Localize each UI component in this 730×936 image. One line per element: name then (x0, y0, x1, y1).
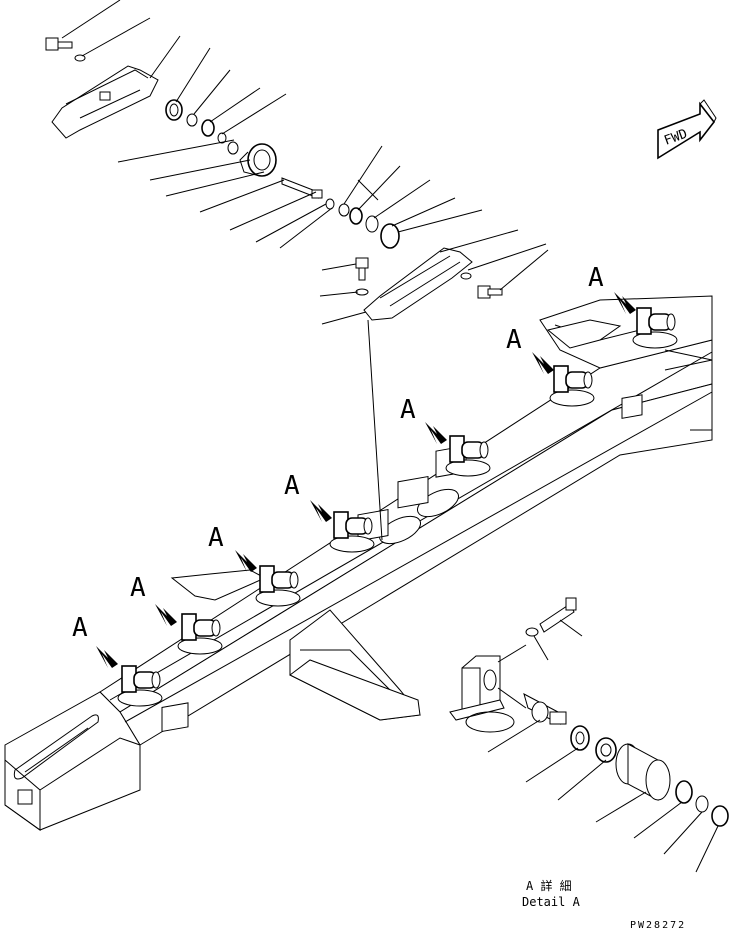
callout-4: A (284, 471, 332, 522)
callout-5: A (400, 395, 447, 444)
callout-letter: A (130, 573, 146, 603)
forward-indicator: FWD (657, 99, 717, 160)
roller-bracket-upper (51, 65, 159, 139)
bolt (45, 37, 73, 51)
seal (349, 207, 363, 225)
callout-letter: A (284, 471, 300, 501)
ring (227, 141, 239, 155)
callout-arrow-icon (425, 422, 447, 444)
roller-shaft (281, 177, 323, 199)
roller-bracket-6 (549, 365, 595, 407)
carrier-roller (239, 143, 277, 177)
bearing-collar (380, 223, 400, 249)
callout-3: A (208, 523, 257, 572)
collar (365, 215, 379, 233)
washer (460, 272, 472, 280)
detail-caption-en: Detail A (522, 895, 581, 909)
seal (201, 119, 215, 137)
washer (74, 54, 86, 62)
detail-caption-jp: A 詳 細 (526, 878, 572, 893)
cap (711, 805, 729, 827)
detail-bracket (449, 655, 515, 733)
collar (675, 780, 693, 804)
callout-arrow-icon (310, 500, 332, 522)
callout-arrow-icon (235, 550, 257, 572)
callout-1: A (72, 613, 118, 668)
roller-bracket-2 (177, 613, 223, 655)
callout-letter: A (588, 263, 604, 293)
detail-shaft (523, 693, 567, 725)
callout-arrow-icon (614, 292, 636, 314)
snap-ring (695, 795, 709, 813)
collar (217, 132, 227, 144)
callout-arrow-icon (532, 352, 554, 374)
roller-bracket-4 (329, 511, 375, 553)
fwd-arrow-icon (657, 101, 716, 160)
callout-letter: A (72, 613, 88, 643)
callout-letter: A (506, 325, 522, 355)
o-ring (186, 113, 198, 127)
bolt (539, 597, 577, 633)
callout-7: A (588, 263, 636, 314)
roller-bracket-5 (445, 435, 491, 477)
callout-6: A (506, 325, 554, 374)
callout-arrow-icon (96, 646, 118, 668)
bolt (355, 257, 369, 281)
track-frame (4, 295, 713, 831)
upper-roller-assembly (45, 37, 503, 541)
roller-bracket-7 (632, 307, 678, 349)
upper-leader-lines (61, 0, 549, 325)
drawing-number: PW28272 (630, 920, 686, 931)
callout-letter: A (208, 523, 224, 553)
roller-bracket-1 (117, 665, 163, 707)
callout-letter: A (400, 395, 416, 425)
washer (525, 627, 539, 637)
roller-bracket-lower (363, 247, 473, 321)
callout-arrow-icon (155, 604, 177, 626)
callout-2: A (130, 573, 177, 626)
detail-a-assembly (449, 597, 729, 873)
roller-bracket-3 (255, 565, 301, 607)
o-ring (338, 203, 350, 217)
bolt (477, 285, 503, 299)
detail-roller (615, 743, 671, 801)
